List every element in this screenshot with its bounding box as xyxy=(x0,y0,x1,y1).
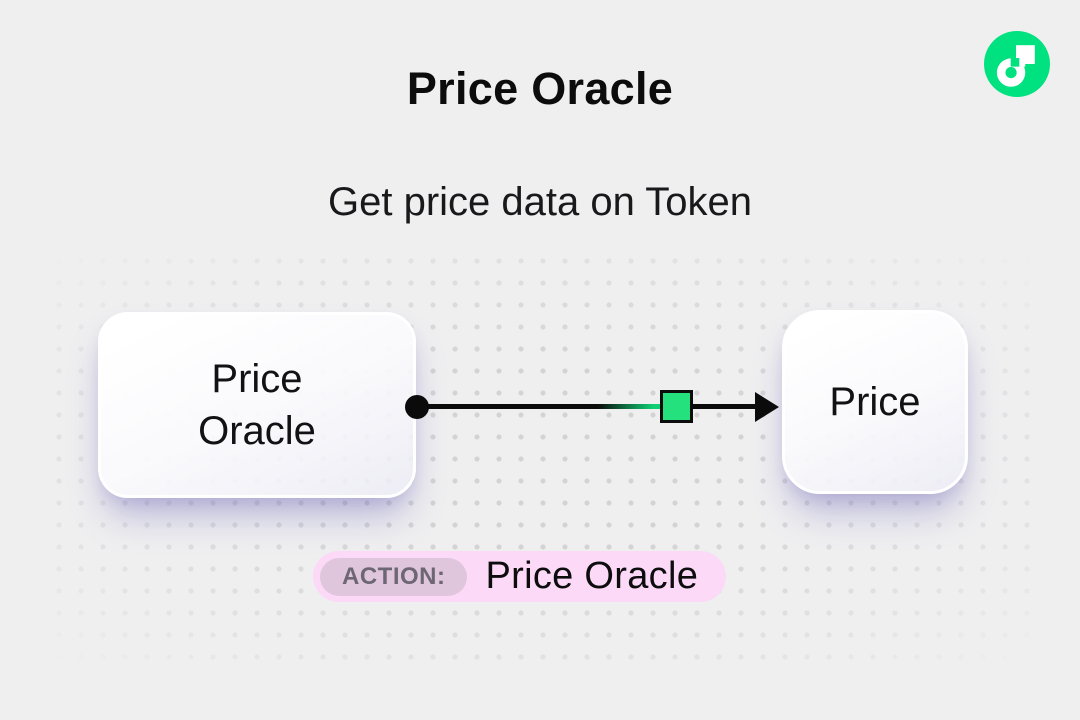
action-badge: ACTION: Price Oracle xyxy=(313,551,727,602)
connector-green-square-icon xyxy=(660,390,693,423)
node-price: Price xyxy=(782,310,968,494)
connector-start-dot-icon xyxy=(405,395,429,419)
connector-line-green-fade xyxy=(598,404,660,409)
flow-logo-icon xyxy=(984,31,1050,97)
connector-arrowhead-icon xyxy=(755,392,779,422)
page-title: Price Oracle xyxy=(406,63,674,114)
action-value: Price Oracle xyxy=(485,555,699,597)
node-price-label: Price xyxy=(829,380,921,424)
connector-line xyxy=(417,404,760,409)
page-subtitle: Get price data on Token xyxy=(328,180,752,224)
node-price-oracle-label: Price Oracle xyxy=(198,357,316,453)
action-tag-pill: ACTION: xyxy=(320,557,468,596)
node-price-oracle: Price Oracle xyxy=(98,312,416,498)
